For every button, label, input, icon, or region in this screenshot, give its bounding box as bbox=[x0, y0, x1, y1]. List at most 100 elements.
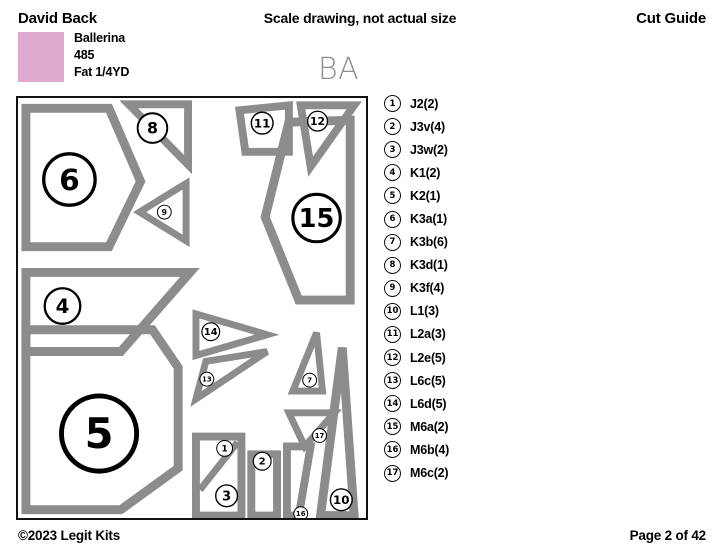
piece-number-circle bbox=[291, 192, 342, 244]
fabric-watermark-label: BA bbox=[318, 52, 360, 87]
legend-item: 10 L1(3) bbox=[384, 300, 584, 323]
legend-label: K2(1) bbox=[410, 188, 441, 203]
pattern-title: David Back bbox=[18, 10, 97, 27]
piece-number-circle bbox=[329, 488, 353, 512]
legend-item: 16 M6b(4) bbox=[384, 438, 584, 461]
legend-label: L1(3) bbox=[410, 304, 439, 319]
page-header: David Back Scale drawing, not actual siz… bbox=[0, 10, 720, 32]
legend-item: 14 L6d(5) bbox=[384, 392, 584, 415]
piece-number-circle bbox=[199, 371, 215, 387]
piece-number-circle bbox=[201, 322, 221, 342]
legend-label: L2e(5) bbox=[410, 350, 446, 365]
legend-badge: 6 bbox=[384, 210, 401, 228]
legend-badge: 16 bbox=[384, 441, 401, 459]
legend-badge: 8 bbox=[384, 256, 401, 274]
copyright-text: ©2023 Legit Kits bbox=[18, 528, 121, 543]
legend-item: 7 K3b(6) bbox=[384, 231, 584, 254]
legend-label: J3v(4) bbox=[410, 119, 445, 134]
legend-badge: 5 bbox=[384, 187, 401, 205]
legend-badge: 12 bbox=[384, 349, 401, 367]
piece-number-circle bbox=[42, 152, 97, 207]
legend-badge: 9 bbox=[384, 279, 401, 297]
legend-item: 9 K3f(4) bbox=[384, 277, 584, 300]
piece-number-label: 6 bbox=[59, 162, 80, 197]
legend-item: 12 L2e(5) bbox=[384, 346, 584, 369]
piece-number-circle bbox=[156, 204, 172, 220]
piece-number-label: 15 bbox=[299, 204, 335, 234]
fabric-cut-size: Fat 1/4YD bbox=[74, 65, 130, 79]
scale-note: Scale drawing, not actual size bbox=[263, 10, 457, 26]
legend-label: K1(2) bbox=[410, 165, 441, 180]
piece-number-label: 9 bbox=[162, 208, 168, 217]
piece-number-circle bbox=[312, 428, 327, 443]
piece-number-circle bbox=[307, 110, 329, 132]
cut-list-legend: 1 J2(2) 2 J3v(4) 3 J3w(2) 4 K1(2) 5 K2(1… bbox=[384, 92, 584, 485]
legend-badge: 15 bbox=[384, 418, 401, 436]
piece-number-label: 4 bbox=[56, 295, 70, 318]
fabric-piece-outlines bbox=[21, 100, 362, 518]
piece-number-label: 8 bbox=[147, 119, 158, 138]
piece-number-label: 5 bbox=[85, 409, 114, 458]
legend-item: 3 J3w(2) bbox=[384, 138, 584, 161]
piece-number-circle bbox=[136, 112, 169, 144]
legend-label: M6b(4) bbox=[410, 442, 450, 457]
piece-number-label: 3 bbox=[222, 489, 231, 504]
piece-number-label: 12 bbox=[310, 115, 325, 128]
legend-item: 5 K2(1) bbox=[384, 184, 584, 207]
piece-number-circle bbox=[302, 372, 318, 388]
fabric-color-swatch bbox=[18, 32, 64, 82]
piece-number-label: 1 bbox=[222, 445, 228, 455]
legend-label: M6c(2) bbox=[410, 466, 449, 481]
piece-number-circle bbox=[293, 506, 309, 518]
piece-number-label: 16 bbox=[296, 510, 306, 518]
legend-item: 15 M6a(2) bbox=[384, 415, 584, 438]
piece-number-label: 11 bbox=[254, 116, 271, 130]
piece-number-label: 10 bbox=[333, 493, 350, 507]
piece-number-circle bbox=[252, 451, 272, 471]
piece-number-label: 13 bbox=[202, 376, 212, 384]
legend-badge: 4 bbox=[384, 164, 401, 182]
cut-guide-title: Cut Guide bbox=[636, 10, 706, 27]
legend-label: L6c(5) bbox=[410, 373, 446, 388]
legend-label: K3a(1) bbox=[410, 212, 448, 227]
legend-badge: 17 bbox=[384, 464, 401, 482]
legend-label: J2(2) bbox=[410, 96, 439, 111]
legend-badge: 14 bbox=[384, 395, 401, 413]
piece-number-label: 7 bbox=[307, 377, 312, 385]
piece-number-circle bbox=[215, 484, 239, 508]
legend-label: L2a(3) bbox=[410, 327, 446, 342]
legend-badge: 13 bbox=[384, 372, 401, 390]
piece-number-label: 14 bbox=[204, 327, 218, 338]
legend-item: 11 L2a(3) bbox=[384, 323, 584, 346]
legend-label: K3b(6) bbox=[410, 235, 448, 250]
fabric-name: Ballerina bbox=[74, 31, 126, 45]
piece-number-label: 17 bbox=[315, 432, 325, 440]
legend-badge: 7 bbox=[384, 233, 401, 251]
legend-item: 13 L6c(5) bbox=[384, 369, 584, 392]
legend-badge: 10 bbox=[384, 302, 401, 320]
legend-label: M6a(2) bbox=[410, 419, 449, 434]
piece-number-circle bbox=[250, 111, 274, 135]
piece-number-circle bbox=[43, 287, 82, 325]
legend-label: L6d(5) bbox=[410, 396, 447, 411]
legend-label: K3f(4) bbox=[410, 281, 445, 296]
legend-badge: 2 bbox=[384, 118, 401, 136]
legend-item: 8 K3d(1) bbox=[384, 254, 584, 277]
piece-number-label: 2 bbox=[259, 457, 266, 468]
legend-item: 4 K1(2) bbox=[384, 161, 584, 184]
legend-item: 1 J2(2) bbox=[384, 92, 584, 115]
legend-item: 17 M6c(2) bbox=[384, 462, 584, 485]
legend-label: K3d(1) bbox=[410, 258, 448, 273]
legend-item: 2 J3v(4) bbox=[384, 115, 584, 138]
legend-badge: 11 bbox=[384, 325, 401, 343]
fabric-code: 485 bbox=[74, 48, 95, 62]
legend-label: J3w(2) bbox=[410, 142, 448, 157]
fabric-swatch-block: Ballerina 485 Fat 1/4YD bbox=[18, 31, 188, 88]
page-number: Page 2 of 42 bbox=[629, 528, 707, 543]
legend-badge: 3 bbox=[384, 141, 401, 159]
piece-number-circle bbox=[59, 393, 140, 474]
